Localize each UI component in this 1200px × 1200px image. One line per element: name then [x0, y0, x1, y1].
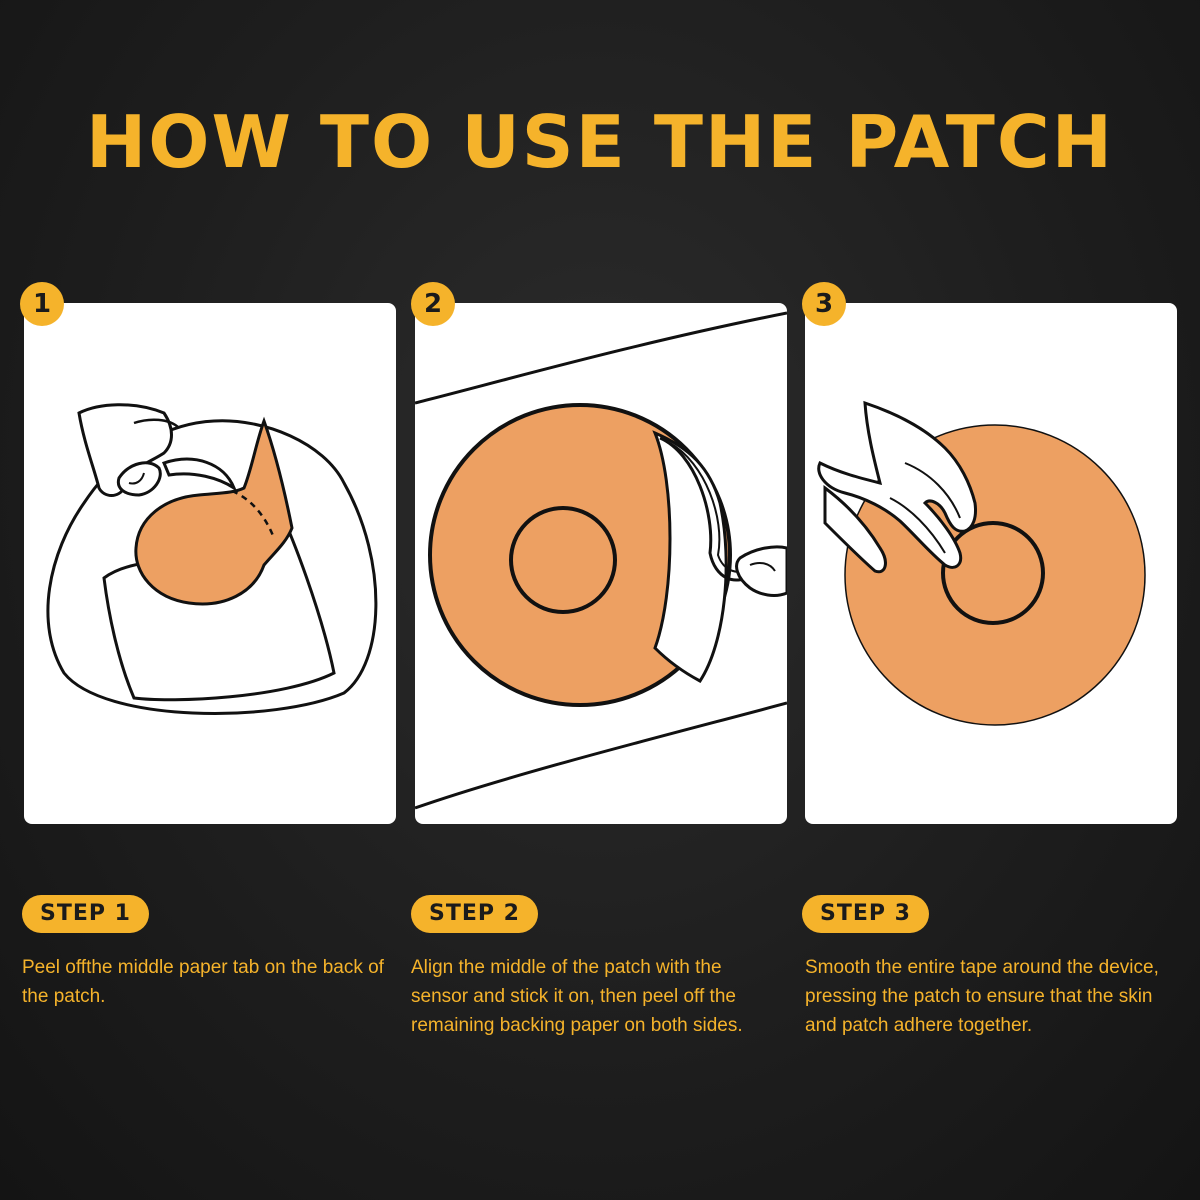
- peel-paper-tab-illustration: [46, 403, 378, 715]
- step-2-description: Align the middle of the patch with the s…: [411, 957, 743, 1036]
- step-1-label: STEP 1: [22, 895, 149, 933]
- step-1-number-badge: 1: [20, 282, 64, 326]
- page-title: HOW TO USE THE PATCH: [85, 100, 1115, 184]
- align-and-stick-illustration: [415, 311, 787, 810]
- step-3-illustration: [805, 303, 1177, 824]
- step-2-label: STEP 2: [411, 895, 538, 933]
- step-3-number-badge: 3: [802, 282, 846, 326]
- step-2-illustration: [415, 303, 787, 824]
- smooth-tape-illustration: [817, 400, 1146, 726]
- step-1-illustration: [24, 303, 396, 824]
- step-3-description: Smooth the entire tape around the device…: [805, 957, 1159, 1036]
- step-1-description: Peel offthe middle paper tab on the back…: [22, 957, 384, 1007]
- step-2-number-badge: 2: [411, 282, 455, 326]
- step-3-label: STEP 3: [802, 895, 929, 933]
